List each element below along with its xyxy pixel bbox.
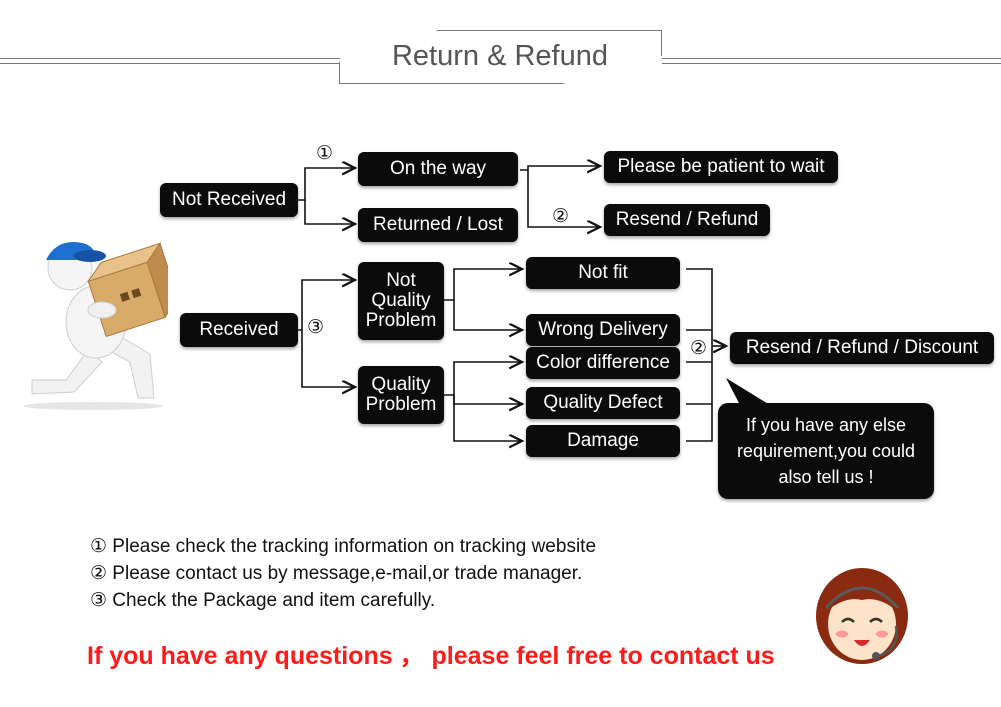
nqp-line-1: Not xyxy=(386,270,416,291)
support-agent-icon xyxy=(816,568,908,664)
box-please-wait: Please be patient to wait xyxy=(604,151,838,183)
header-frame-left xyxy=(339,62,340,84)
qp-line-1: Quality xyxy=(371,374,431,395)
box-resend-refund: Resend / Refund xyxy=(604,204,770,236)
box-returned-lost: Returned / Lost xyxy=(358,208,518,242)
note-2: ② Please contact us by message,e-mail,or… xyxy=(90,563,583,584)
delivery-man-icon xyxy=(23,242,168,410)
bubble-tail xyxy=(726,378,770,405)
box-not-fit: Not fit xyxy=(526,257,680,289)
header-frame-right xyxy=(661,30,662,56)
box-quality-problem: Quality Problem xyxy=(358,366,444,424)
nqp-line-3: Problem xyxy=(365,310,437,331)
bubble-line-3: also tell us ! xyxy=(778,467,874,487)
header-line-left-bottom xyxy=(0,63,340,64)
header-line-right-top xyxy=(662,58,1001,59)
header-frame-top xyxy=(437,30,662,31)
box-quality-defect: Quality Defect xyxy=(526,387,680,419)
contact-us-banner: If you have any questions ， please feel … xyxy=(87,642,775,670)
box-not-received: Not Received xyxy=(160,183,298,217)
page-title: Return & Refund xyxy=(391,40,608,72)
marker-2-right: ② xyxy=(690,338,708,359)
note-1: ① Please check the tracking information … xyxy=(90,536,597,557)
qp-line-2: Problem xyxy=(365,394,437,415)
speech-bubble: If you have any else requirement,you cou… xyxy=(718,403,934,499)
box-received: Received xyxy=(180,313,298,347)
header-line-left-top xyxy=(0,58,340,59)
box-wrong-delivery: Wrong Delivery xyxy=(526,314,680,346)
box-on-the-way: On the way xyxy=(358,152,518,186)
header-line-right-bottom xyxy=(662,63,1001,64)
note-3: ③ Check the Package and item carefully. xyxy=(90,590,436,611)
box-not-quality-problem: Not Quality Problem xyxy=(358,262,444,340)
marker-2-top: ② xyxy=(552,206,570,227)
marker-3: ③ xyxy=(307,317,325,338)
bubble-line-1: If you have any else xyxy=(745,415,907,435)
nqp-line-2: Quality xyxy=(371,290,431,311)
bubble-line-2: requirement,you could xyxy=(736,441,916,461)
box-damage: Damage xyxy=(526,425,680,457)
box-color-difference: Color difference xyxy=(526,347,680,379)
box-resend-refund-discount: Resend / Refund / Discount xyxy=(730,332,994,364)
header-frame-bottom xyxy=(339,83,564,84)
marker-1: ① xyxy=(316,143,334,164)
